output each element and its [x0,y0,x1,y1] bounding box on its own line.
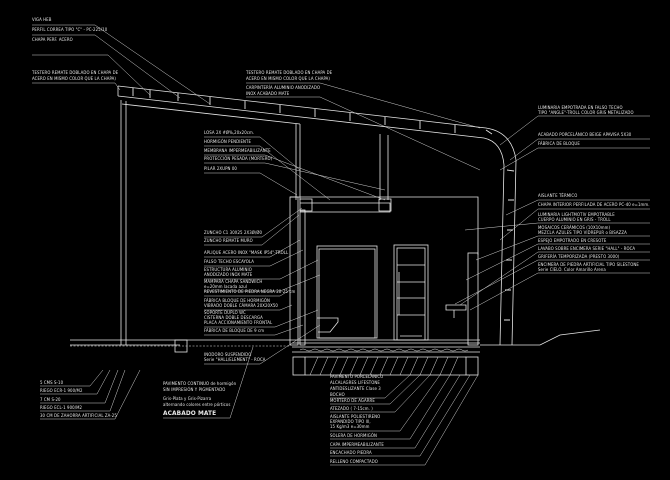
label-atezado: ATEZADO ( 7-15cm. ) [330,407,373,412]
label-testero-remate-2: ACERO EN MISMO COLOR QUE LA CHAPA) [32,77,116,82]
label-carpinteria: CARPINTERÍA ALUMINIO ANODIZADO [246,86,321,91]
label-mampara-2: e=20mm lacada azul [204,285,248,290]
label-riego-ecr: RIEGO ECR-1 900/M2 [40,389,83,394]
label-antideslizante: ANTIDESLIZANTE Clase 3 [330,387,381,392]
label-acabado-porcelanico: ACABADO PORCELÁNICO BEIGE APAVISA 5X30 [538,133,632,138]
label-mosaicos: MOSAICOS CERÁMICOS (10X10mm) [538,226,611,231]
floor-hatch [309,356,459,376]
label-griferia: GRIFERÍA TEMPORIZADA (PRESTO 3000) [538,255,620,260]
label-estructura: ESTRUCTURA ALUMINIO [204,268,252,273]
label-luminaria-empotrada: LUMINARIA EMPOTRADA EN FALSO TECHO [538,106,623,111]
label-mortero: MORTERO DE AGARRE [330,399,375,404]
label-acabado-mate: ACABADO MATE [163,409,217,417]
label-espejo: ESPEJO EMPOTRADO EN CRESOTE [538,239,607,244]
label-aislante-poliestireno: AISLANTE POLIESTIRENO [330,415,381,420]
label-alternando: alternando colores entre pórticos [163,403,231,408]
label-luminaria-lightmotiv-2: CUERPO ALUMINIO EN GRIS - TROLL [538,218,611,223]
label-mosaicos-2: MEZCLA AZULES TIPO VIDREPUR o BISAZZA [538,231,627,236]
label-zuncho-c1: ZUNCHO C1 30X25 2X3Ø/Ø0 [204,231,263,236]
label-encimera: ENCIMERA DE PIEDRA ARTIFICIAL TIPO SILES… [538,263,639,268]
label-revestimiento: REVESTIMIENTO DE PIEDRA NEGRA 20-25 cm [204,290,296,295]
label-zahorra: 30 CM DE ZAHORRA ARTIFICIAL ZA-25 [40,414,117,419]
label-5cms: 5 CMS S-10 [40,381,64,386]
label-placa: PLACA ACCIONAMIENTO FRONTAL [204,321,273,326]
label-lavabo: LAVABO SOBRE ENCIMERA SERIE "HALL" - ROC… [538,247,636,252]
label-fabrica-bloque: FÁBRICA BLOQUE DE HORMIGÓN [204,299,271,304]
building-walls [289,196,480,376]
label-chapa-perf: CHAPA PERF. ACERO [32,38,73,43]
purlins [132,88,515,321]
label-riego-ecl: RIEGO ECL-1 900/M2 [40,406,83,411]
label-fabrica-bloque-2: VIBRADO DOBLE CÁMARA 20X20X50 [204,304,278,309]
label-losa: LOSA 2X #Ø%,20x20cm. [204,131,255,136]
label-pavimento-porcelanico: PAVIMENTO PORCELÁNICO [330,375,384,380]
label-cisterna: CISTERNA DOBLE DESCARGA [204,316,263,321]
label-expandido: EXPANDIDO TIPO III, [330,420,371,425]
label-mampara: MAMPARA CHAPA SANDWICH [204,280,263,285]
label-estructura-2: ANODIZADO INOX MATE [204,273,253,278]
pillar [295,124,389,200]
label-encachado: ENCACHADO PIEDRA [330,451,372,456]
label-pavimento-continuo: PAVIMENTO CONTINUO de hormigón [163,382,237,387]
label-aplique: APLIQUE ACERO INOX "MASK IP54"-TROLL [204,251,289,256]
label-alcalagres: ALCALAGRES LIFESTONE [330,381,380,386]
label-gris: Gris-Plata y Gris-Pizarra [163,397,212,402]
label-fabrica-9cm: FÁBRICA DE BLOQUE DE 9 cm [204,329,265,334]
label-chapa-interior: CHAPA INTERIOR PERFILADA DE ACERO PC-40 … [538,203,650,208]
label-hormigon-pendiente: HORMIGÓN PENDIENTE [204,140,251,145]
label-fabrica-de-bloque: FÁBRICA DE BLOQUE [538,142,580,147]
label-bocho: BOCHO [330,393,345,398]
label-relleno: RELLENO COMPACTADO [330,460,378,465]
label-viga-heb: VIGA HEB [32,18,52,23]
label-carpinteria-2: INOX ACABADO MATE [246,92,290,97]
label-testero-remate-center-2: ACERO EN MISMO COLOR QUE LA CHAPA) [246,77,330,82]
label-encimera-serie: Serie CIELO. Color Amarillo Arena [538,268,606,273]
leader-lines [32,24,650,466]
label-inodoro-serie: Serie "HALL/ELEMENT" - ROCA [204,358,266,363]
label-inodoro: INODORO SUSPENDIDO [204,353,252,358]
roof-slab [117,85,517,346]
label-aislante-termico: AISLANTE TÉRMICO [538,194,578,199]
label-zuncho-remate: ZUNCHO REMATE MURO [204,239,253,244]
label-15kg: 15 Kg/m3 e=30mm [330,425,370,430]
label-pilar: PILAR 2XUPN 00 [204,167,237,172]
label-solera: SOLERA DE HORMIGÓN [330,434,377,439]
label-luminaria-empotrada-2: TIPO "ANGLE"-TROLL COLOR GRIS METALIZADO [538,111,634,116]
label-proteccion: PROTECCIÓN PESADA (MORTERO) [204,157,273,162]
canopy-column [120,100,127,345]
label-testero-remate-center: TESTERO REMATE DOBLADO EN CHAPA DE [246,71,333,76]
label-7cm: 7 CM S-20 [40,398,61,403]
label-soporte: SOPORTE DUPLO WC [204,311,246,316]
label-perfil-correa: PERFIL CORREA TIPO "C" - PC-225/10 [32,28,108,33]
label-testero-remate: TESTERO REMATE DOBLADO EN CHAPA DE [32,71,119,76]
label-falso-techo: FALSO TECHO ESCAYOLA [204,260,254,265]
label-membrana: MEMBRANA IMPERMEABILIZANTE [204,149,271,154]
label-luminaria-lightmotiv: LUMINARIA LIGHTMOTIV EMPOTRABLE [538,213,615,218]
label-pavimento-continuo-2: SIN IMPRESIÓN Y PIGMENTADO [163,388,226,393]
label-capa-impermeabilizante: CAPA IMPERMEABILIZANTE [330,443,384,448]
